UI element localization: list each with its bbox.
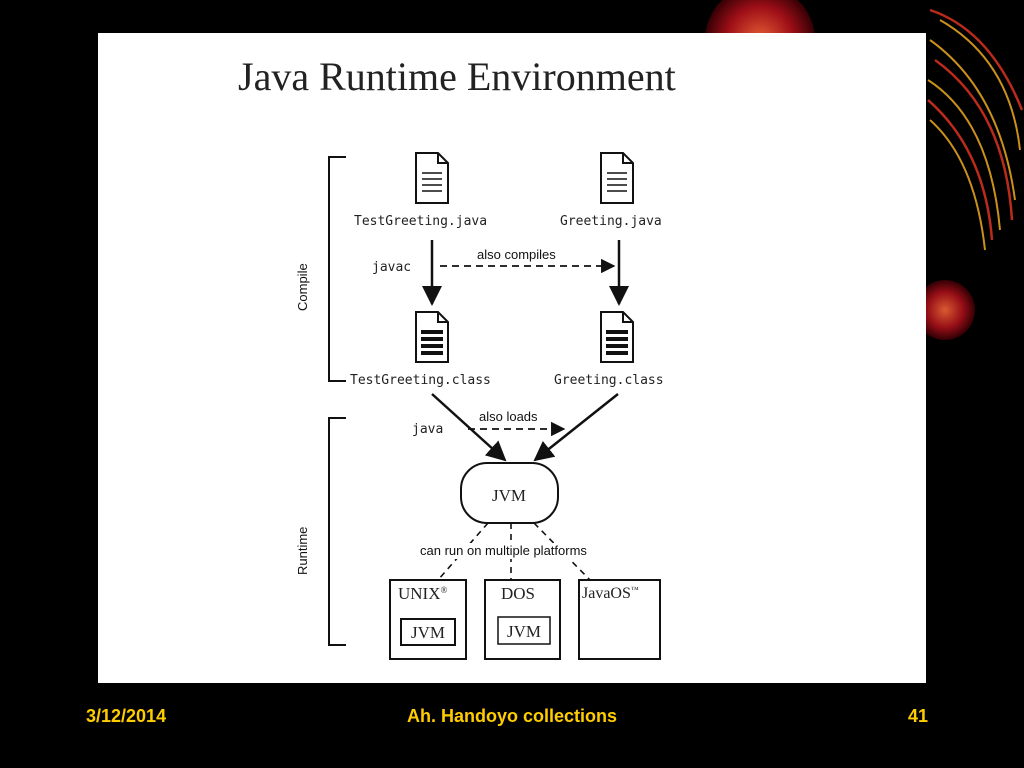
class-file-icon <box>415 311 449 363</box>
also-compiles-label: also compiles <box>477 247 556 262</box>
platform-link-javaos <box>533 522 591 581</box>
footer-page-number: 41 <box>908 706 929 726</box>
test-greeting-java-label: TestGreeting.java <box>354 214 487 229</box>
platform-javaos: JavaOS™ <box>578 579 661 660</box>
javac-label: javac <box>372 260 411 275</box>
platform-name: JavaOS™ <box>582 585 639 602</box>
java-source-file-icon <box>415 152 449 204</box>
slide-title: Java Runtime Environment <box>238 54 676 99</box>
java-source-file-icon <box>600 152 634 204</box>
compile-section-label: Compile <box>295 263 310 311</box>
test-greeting-class-label: TestGreeting.class <box>350 373 491 388</box>
greeting-load-arrow <box>533 393 619 462</box>
greeting-java-label: Greeting.java <box>560 214 662 229</box>
footer-date: 3/12/2014 <box>86 706 167 726</box>
platform-name: UNIX® <box>398 584 448 603</box>
greeting-class-label: Greeting.class <box>554 373 664 388</box>
runtime-bracket <box>328 417 346 646</box>
platforms-label-bg <box>428 543 624 559</box>
platform-jvm-label: JVM <box>411 623 445 642</box>
footer-credit: Ah. Handoyo collections <box>406 706 618 726</box>
platform-jvm-label: JVM <box>507 622 541 641</box>
compile-bracket <box>328 156 346 382</box>
platform-dos: DOS JVM <box>484 579 561 660</box>
platform-unix: UNIX® JVM <box>389 579 467 660</box>
slide-image-panel: Java Runtime Environment Compile Runtime… <box>98 33 926 683</box>
jvm-node <box>460 462 559 524</box>
also-loads-label: also loads <box>479 409 538 424</box>
java-load-arrow <box>431 393 507 462</box>
runtime-section-label: Runtime <box>295 527 310 575</box>
platforms-label: can run on multiple platforms <box>420 543 587 558</box>
java-command-label: java <box>412 422 443 437</box>
class-file-icon <box>600 311 634 363</box>
jvm-label: JVM <box>492 486 526 505</box>
platform-name: DOS <box>501 584 535 603</box>
jre-diagram: Java Runtime Environment Compile Runtime… <box>238 54 676 660</box>
